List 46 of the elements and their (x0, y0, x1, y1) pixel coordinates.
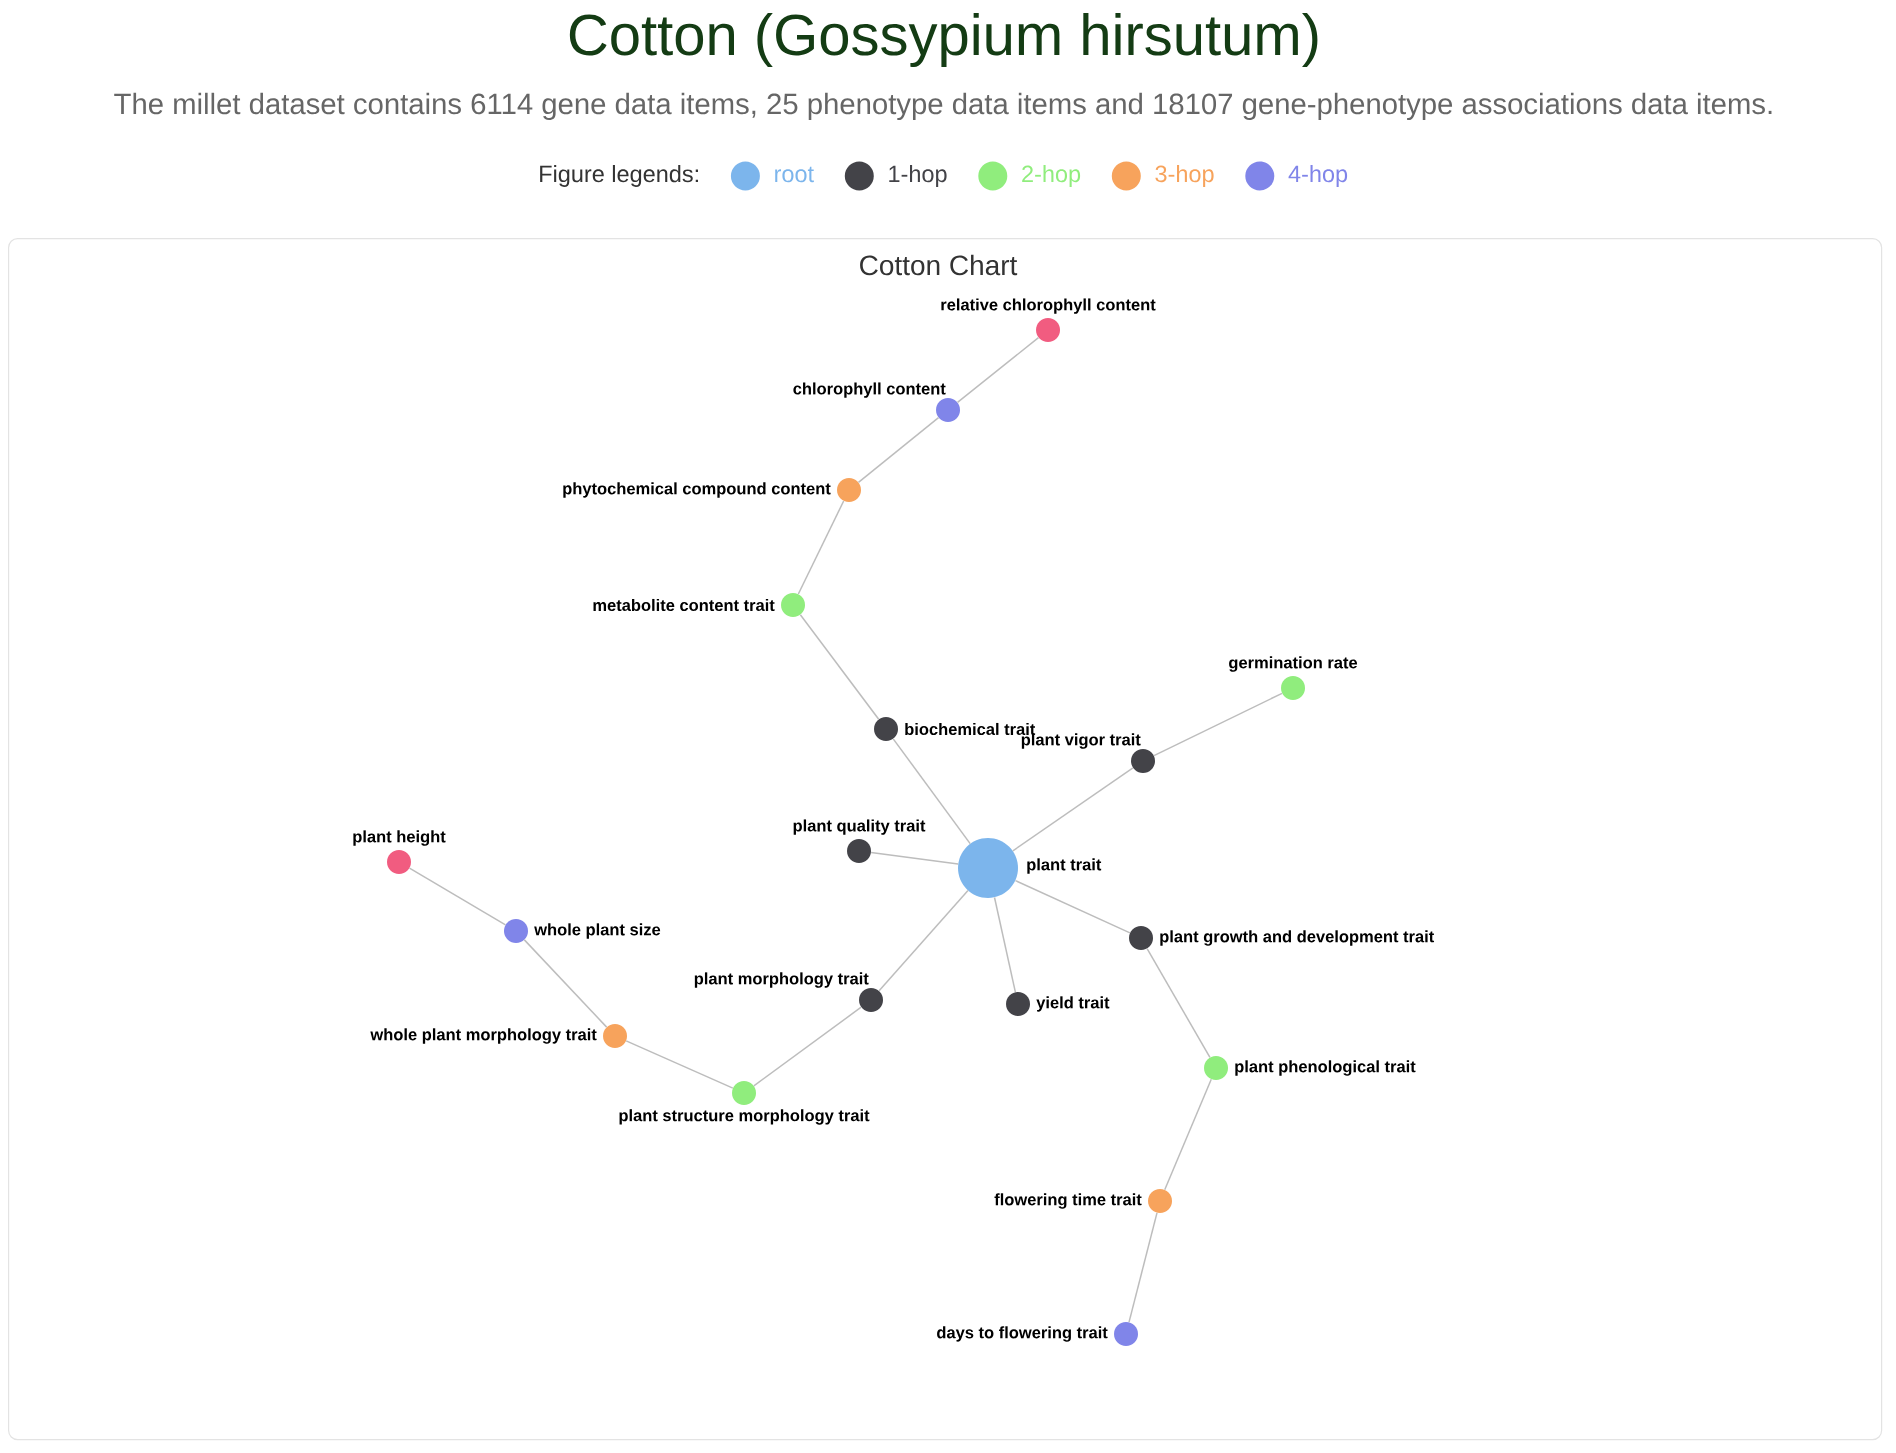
subtitle: The millet dataset contains 6114 gene data items, 25 phenotype data items and 18107 gene-phenotype associations data items. (114, 92, 1772, 121)
node-label: plant growth and development trait (1160, 930, 1434, 946)
node-label: yield trait (1036, 996, 1110, 1012)
node-label: days to flowering trait (937, 1326, 1108, 1342)
edge-line (797, 500, 845, 595)
legend-label: 3-hop (1155, 165, 1214, 187)
chart-title: Cotton Chart (860, 254, 1018, 276)
edge-line (523, 939, 608, 1028)
node-label: metabolite content trait (593, 598, 775, 612)
edge-line (753, 1006, 862, 1087)
edge-line (625, 1040, 734, 1089)
edge-line (878, 889, 969, 992)
legend-heading: Figure legends: (540, 165, 698, 187)
edge-line (993, 896, 1017, 993)
edge-line (870, 851, 959, 865)
node-label: plant height (353, 830, 446, 846)
edge-line (956, 336, 1040, 404)
edge-line (857, 416, 940, 484)
node-label: plant phenological trait (1235, 1060, 1416, 1076)
node-label: whole plant morphology trait (370, 1028, 597, 1044)
edge-line (892, 738, 971, 845)
node-label: whole plant size (534, 923, 661, 939)
edge-line (799, 614, 880, 720)
edge-line (1128, 1212, 1158, 1323)
edge-line (1012, 767, 1134, 852)
node-label: germination rate (1229, 656, 1358, 672)
edge-line (1153, 692, 1283, 757)
legend-label: 2-hop (1022, 165, 1081, 187)
node-label: plant morphology trait (694, 972, 869, 988)
node-label: plant quality trait (793, 819, 926, 835)
edge-line (1014, 879, 1131, 934)
node-label: biochemical trait (905, 722, 1036, 736)
legend-label: root (775, 166, 814, 183)
node-label: chlorophyll content (793, 382, 946, 398)
edge-line (1146, 947, 1211, 1059)
legend-label: 1-hop (889, 165, 947, 187)
legend-label: 4-hop (1288, 165, 1348, 187)
node-label: relative chlorophyll content (941, 298, 1156, 314)
node-label: plant vigor trait (1021, 733, 1141, 749)
title: Cotton (Gossypium hirsutum) (569, 12, 1318, 67)
edge-line (408, 867, 507, 926)
node-label: flowering time trait (994, 1193, 1142, 1209)
edge-line (1164, 1078, 1213, 1191)
node-label: phytochemical compound content (563, 482, 831, 498)
node-label: plant structure morphology trait (619, 1109, 870, 1125)
node-label: plant trait (1027, 858, 1102, 874)
